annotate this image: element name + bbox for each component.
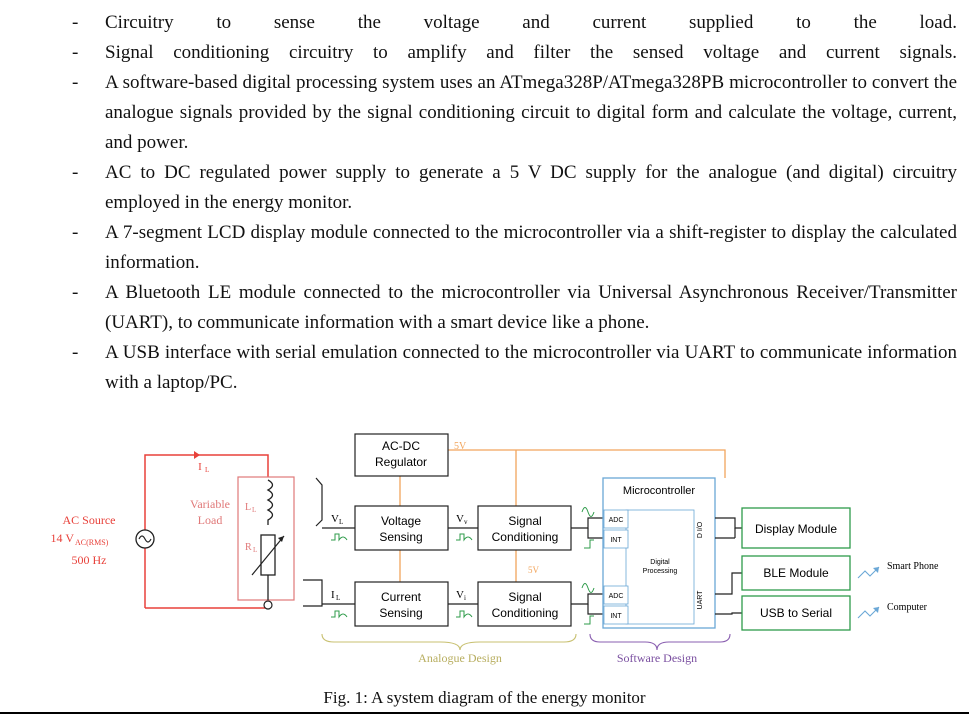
display-module-label: Display Module bbox=[755, 522, 837, 536]
analogue-design-brace bbox=[321, 633, 577, 651]
system-diagram: AC Source 14 V AC(RMS) 500 Hz I L Variab… bbox=[51, 433, 939, 665]
zigzag-link-icon bbox=[857, 566, 880, 579]
bullet-text: A 7-segment LCD display module connected… bbox=[105, 222, 957, 273]
il-sense-label-sub: L bbox=[336, 594, 340, 602]
ac-wave-icon bbox=[456, 610, 473, 619]
voltage-sensing-box bbox=[354, 505, 449, 551]
zigzag-link-icon bbox=[857, 606, 880, 619]
pulse-icon bbox=[584, 539, 594, 549]
regulator-output-label: 5V bbox=[454, 441, 467, 452]
adc-label: ADC bbox=[609, 517, 624, 524]
vi-label: V bbox=[456, 589, 464, 601]
variable-load-label-2: Load bbox=[198, 513, 223, 527]
computer-label: Computer bbox=[887, 602, 928, 613]
voltage-sensing-label: Voltage bbox=[381, 514, 421, 528]
microcontroller-title: Microcontroller bbox=[623, 485, 695, 497]
regulator-label: AC-DC bbox=[382, 439, 420, 453]
il-sense-label: I bbox=[331, 589, 335, 601]
pulse-icon bbox=[584, 615, 594, 625]
ac-source-frequency: 500 Hz bbox=[72, 553, 107, 567]
bullet-item: - A USB interface with serial emulation c… bbox=[72, 338, 957, 398]
ac-wave-icon bbox=[456, 533, 473, 542]
ac-wave-icon bbox=[331, 533, 348, 542]
bullet-text: AC to DC regulated power supply to gener… bbox=[105, 162, 957, 213]
signal-conditioning-label: Signal bbox=[508, 590, 541, 604]
ac-source-label: AC Source bbox=[63, 513, 116, 527]
vv-label-sub: v bbox=[464, 518, 468, 526]
regulator-label-2: Regulator bbox=[375, 455, 427, 469]
vl-label: V bbox=[331, 513, 339, 525]
adc-label: ADC bbox=[609, 593, 624, 600]
bullet-marker: - bbox=[72, 282, 79, 303]
digital-processing-label: Digital bbox=[650, 559, 670, 566]
ac-wave-icon bbox=[331, 610, 348, 619]
bullet-marker: - bbox=[72, 342, 79, 363]
vl-label-sub: L bbox=[339, 518, 343, 526]
voltage-sensing-label-2: Sensing bbox=[379, 530, 422, 544]
microcontroller-box bbox=[602, 477, 716, 629]
load-current-sub: L bbox=[205, 466, 209, 474]
ble-module-label: BLE Module bbox=[763, 566, 829, 580]
signal-conditioning-label-2: Conditioning bbox=[492, 530, 559, 544]
bullet-item: - Signal conditioning circuitry to amplif… bbox=[72, 38, 957, 68]
int-label: INT bbox=[610, 537, 622, 544]
sine-wave-icon bbox=[581, 583, 595, 593]
vv-label: V bbox=[456, 513, 464, 525]
load-current-label: I bbox=[198, 461, 202, 473]
bullet-item: - AC to DC regulated power supply to gene… bbox=[72, 158, 957, 218]
bullet-text: A software-based digital processing syst… bbox=[105, 72, 957, 153]
resistor-label: R bbox=[245, 542, 252, 553]
bullet-text: Circuitry to sense the voltage and curre… bbox=[105, 12, 957, 33]
vi-label-sub: i bbox=[464, 594, 466, 602]
signal-conditioning-box-voltage bbox=[477, 505, 572, 551]
dio-label: D I/O bbox=[697, 521, 704, 538]
software-design-brace bbox=[589, 633, 731, 651]
ac-source-voltage-sub: AC(RMS) bbox=[75, 538, 109, 547]
bullet-marker: - bbox=[72, 222, 79, 243]
bullet-item: - Circuitry to sense the voltage and curr… bbox=[72, 8, 957, 38]
bullet-text: Signal conditioning circuitry to amplify… bbox=[105, 42, 957, 63]
sine-wave-icon bbox=[581, 507, 595, 517]
analogue-design-label: Analogue Design bbox=[418, 651, 502, 665]
bullet-marker: - bbox=[72, 162, 79, 183]
int-label: INT bbox=[610, 613, 622, 620]
variable-load-box bbox=[237, 476, 295, 601]
ble-module-box bbox=[741, 555, 851, 591]
signal-conditioning-label-2: Conditioning bbox=[492, 606, 559, 620]
resistor-label-sub: L bbox=[253, 546, 257, 554]
usb-serial-label: USB to Serial bbox=[760, 606, 832, 620]
bullet-text: A Bluetooth LE module connected to the m… bbox=[105, 282, 957, 333]
bullet-marker: - bbox=[72, 12, 79, 33]
current-sensing-label-2: Sensing bbox=[379, 606, 422, 620]
bullet-item: - A 7-segment LCD display module connecte… bbox=[72, 218, 957, 278]
bullet-item: - A software-based digital processing sys… bbox=[72, 68, 957, 158]
bullet-list: - Circuitry to sense the voltage and curr… bbox=[72, 8, 957, 398]
figure-caption: Fig. 1: A system diagram of the energy m… bbox=[323, 688, 646, 707]
bullet-marker: - bbox=[72, 42, 79, 63]
software-design-label: Software Design bbox=[617, 651, 697, 665]
signal-supply-label: 5V bbox=[528, 565, 540, 575]
inductor-label: L bbox=[245, 502, 251, 513]
bottom-rule bbox=[0, 712, 969, 714]
uart-label: UART bbox=[697, 590, 704, 610]
smart-phone-label: Smart Phone bbox=[887, 561, 939, 572]
digital-processing-label-2: Processing bbox=[643, 568, 678, 575]
usb-serial-box bbox=[741, 595, 851, 631]
bullet-marker: - bbox=[72, 72, 79, 93]
bullet-item: - A Bluetooth LE module connected to the … bbox=[72, 278, 957, 338]
current-sensing-label: Current bbox=[381, 590, 422, 604]
ac-dc-regulator-box bbox=[354, 433, 449, 477]
ac-source-voltage: 14 V bbox=[51, 531, 75, 545]
inductor-label-sub: L bbox=[252, 506, 256, 514]
signal-conditioning-label: Signal bbox=[508, 514, 541, 528]
inductor-icon bbox=[266, 479, 274, 525]
display-module-box bbox=[741, 507, 851, 549]
bullet-text: A USB interface with serial emulation co… bbox=[105, 342, 957, 393]
variable-load-label: Variable bbox=[190, 497, 230, 511]
